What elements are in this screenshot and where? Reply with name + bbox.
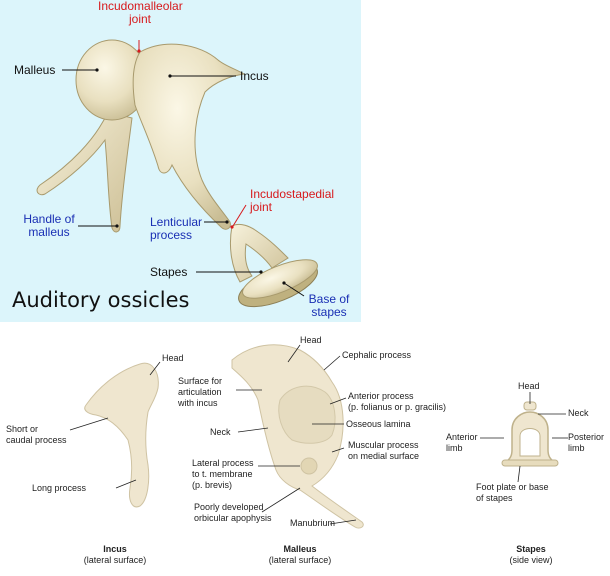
incus-label: Incus xyxy=(240,69,269,83)
incus-illustration xyxy=(132,43,246,230)
incus-caption-title: Incus xyxy=(103,544,127,554)
anterior-limb-line-1: Anterior xyxy=(446,432,478,442)
orbicular-apophysis-label: Poorly developed orbicular apophysis xyxy=(194,502,272,524)
malleus-caption: Malleus (lateral surface) xyxy=(250,544,350,566)
posterior-limb-line-1: Posterior xyxy=(568,432,605,442)
base-line-1: Base of xyxy=(308,292,350,306)
surface-line-2: articulation xyxy=(178,387,222,397)
malleus-detail xyxy=(231,344,364,529)
short-line-2: caudal process xyxy=(6,435,67,445)
base-line-2: stapes xyxy=(311,305,347,319)
lenticular-line-2: process xyxy=(150,228,193,242)
lateral-process-label: Lateral process to t. membrane (p. brevi… xyxy=(192,458,254,491)
lateral-line-1: Lateral process xyxy=(192,458,254,468)
malleus-illustration xyxy=(36,39,149,233)
lateral-line-3: (p. brevis) xyxy=(192,480,233,490)
malleus-head-label: Head xyxy=(300,335,322,345)
stapes-caption-sub: (side view) xyxy=(509,555,553,565)
anterior-limb-line-2: limb xyxy=(446,443,463,453)
handle-line-2: malleus xyxy=(28,225,70,239)
surface-line-3: with incus xyxy=(178,398,218,408)
incudomalleolar-joint-label: Incudomalleolar joint xyxy=(98,0,183,26)
handle-of-malleus-label: Handle of malleus xyxy=(20,213,78,239)
lenticular-process-label: Lenticular process xyxy=(150,216,202,242)
stapes-head-label: Head xyxy=(518,381,540,391)
handle-line-1: Handle of xyxy=(23,212,75,226)
muscular-line-2: on medial surface xyxy=(348,451,420,461)
foot-line-2: of stapes xyxy=(476,493,513,503)
surface-line-1: Surface for xyxy=(178,376,223,386)
foot-line-1: Foot plate or base xyxy=(476,482,549,492)
stapes-caption: Stapes (side view) xyxy=(496,544,566,566)
short-line-1: Short or xyxy=(6,424,39,434)
muscular-line-1: Muscular process xyxy=(348,440,419,450)
stapes-illustration xyxy=(229,223,318,308)
posterior-limb-label: Posterior limb xyxy=(568,432,604,454)
base-of-stapes-label: Base of stapes xyxy=(300,293,358,319)
anterior-line-2: (p. folianus or p. gracilis) xyxy=(348,402,447,412)
stapes-detail xyxy=(501,401,559,467)
stapes-caption-title: Stapes xyxy=(516,544,546,554)
poorly-line-1: Poorly developed xyxy=(194,502,264,512)
top-leader-lines xyxy=(62,40,305,297)
anterior-limb-label: Anterior limb xyxy=(446,432,478,454)
incus-short-process-label: Short or caudal process xyxy=(6,424,67,446)
bottom-leader-lines xyxy=(69,344,568,525)
osseous-lamina-label: Osseous lamina xyxy=(346,419,411,429)
incus-caption-sub: (lateral surface) xyxy=(83,555,147,565)
incudostapedial-line-2: joint xyxy=(250,200,273,214)
muscular-process-label: Muscular process on medial surface xyxy=(348,440,419,462)
manubrium-label: Manubrium xyxy=(290,518,336,528)
foot-plate-label: Foot plate or base of stapes xyxy=(476,482,549,504)
incus-head-label: Head xyxy=(162,353,184,363)
stapes-label: Stapes xyxy=(150,265,188,279)
incus-detail xyxy=(84,362,159,508)
lenticular-line-1: Lenticular xyxy=(150,215,203,229)
page-title: Auditory ossicles xyxy=(12,288,190,312)
incus-caption: Incus (lateral surface) xyxy=(70,544,160,566)
incudostapedial-line-1: Incudostapedial xyxy=(250,187,335,201)
incudomalleolar-line-2: joint xyxy=(128,12,151,26)
surface-for-articulation-label: Surface for articulation with incus xyxy=(178,376,222,409)
poorly-line-2: orbicular apophysis xyxy=(194,513,272,523)
malleus-caption-sub: (lateral surface) xyxy=(268,555,332,565)
anterior-process-label: Anterior process (p. folianus or p. grac… xyxy=(348,391,446,413)
lateral-line-2: to t. membrane xyxy=(192,469,253,479)
posterior-limb-line-2: limb xyxy=(568,443,585,453)
incudostapedial-joint-label: Incudostapedial joint xyxy=(250,188,334,214)
stapes-neck-label: Neck xyxy=(568,408,589,418)
incus-long-process-label: Long process xyxy=(32,483,87,493)
malleus-label: Malleus xyxy=(14,63,56,77)
cephalic-process-label: Cephalic process xyxy=(342,350,412,360)
anterior-line-1: Anterior process xyxy=(348,391,414,401)
neck-label: Neck xyxy=(210,427,231,437)
malleus-caption-title: Malleus xyxy=(283,544,317,554)
incudomalleolar-line-1: Incudomalleolar xyxy=(98,0,183,13)
